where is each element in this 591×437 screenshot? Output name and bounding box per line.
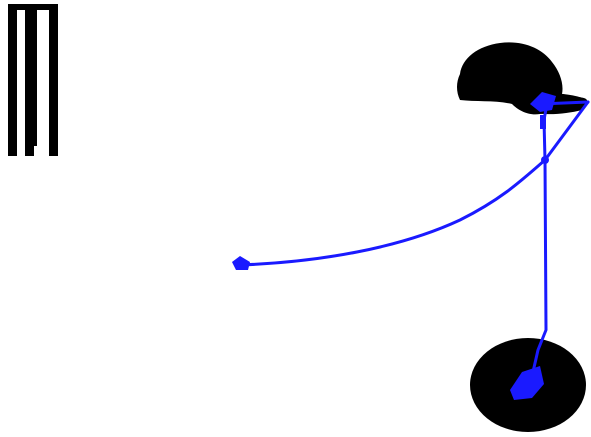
bounce-point-marker (541, 156, 549, 164)
release-point-marker (232, 256, 250, 270)
cap-drip-marker (540, 115, 546, 129)
stump-gap-fill (34, 10, 37, 146)
stump-left (8, 4, 17, 156)
stump-right (49, 4, 58, 156)
stump-middle (25, 4, 34, 156)
bail-top (8, 4, 58, 10)
trajectory-curve (240, 102, 588, 265)
stumps-icon (8, 4, 58, 156)
